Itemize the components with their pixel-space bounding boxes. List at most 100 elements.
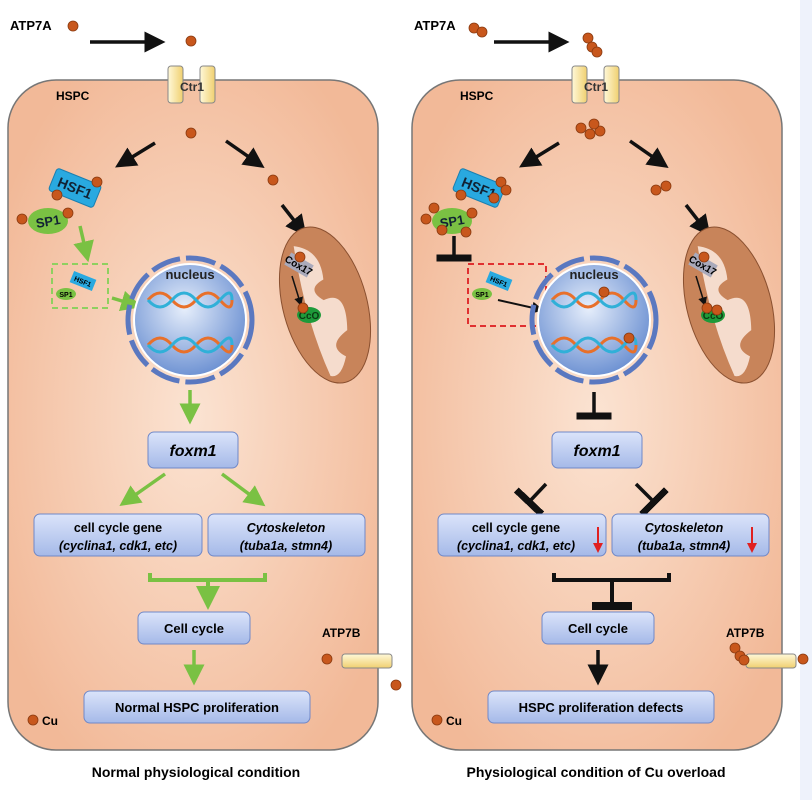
panel-caption: Physiological condition of Cu overload: [466, 764, 725, 780]
cell-cycle-label: Cell cycle: [568, 621, 628, 636]
nucleus: [125, 255, 255, 385]
foxm1-box: [147, 431, 239, 469]
copper-ion: [495, 176, 507, 188]
copper-ion: [698, 251, 710, 263]
cell-cycle-gene-box: [437, 513, 607, 557]
arrow-icon: [280, 203, 307, 237]
cell-cycle-gene-label: cell cycle gene: [74, 521, 162, 535]
arrow-icon: [695, 275, 707, 307]
cox17-protein: [688, 252, 718, 278]
nucleus-label: nucleus: [165, 267, 214, 282]
atp7b-label: ATP7B: [322, 626, 361, 640]
foxm1-label: foxm1: [573, 443, 620, 460]
copper-ion: [185, 35, 197, 47]
foxm1-label: foxm1: [169, 443, 216, 460]
copper-ion: [455, 189, 467, 201]
cytoskeleton-label: Cytoskeleton: [247, 521, 326, 535]
cco-label: CcO: [299, 311, 320, 322]
cell-cycle-box: [541, 611, 655, 645]
arrow-icon: [220, 472, 266, 507]
atp7b-channel: [341, 653, 393, 669]
arrow-icon: [224, 139, 265, 169]
sp1-label: SP1: [35, 212, 62, 231]
cell-cycle-box: [137, 611, 251, 645]
copper-ion: [584, 128, 596, 140]
copper-ion: [185, 127, 197, 139]
sp1-protein: [56, 288, 76, 300]
copper-ion: [67, 20, 79, 32]
copper-ion: [466, 207, 478, 219]
copper-ion: [588, 118, 600, 130]
copper-ion: [488, 192, 500, 204]
sp1-small-label: SP1: [475, 292, 488, 299]
hspc-label: HSPC: [56, 89, 90, 103]
inhibit-icon: [634, 482, 669, 517]
hsf1-protein: [48, 168, 102, 208]
copper-ion: [27, 714, 39, 726]
nucleus-label: nucleus: [569, 267, 618, 282]
copper-ion: [428, 202, 440, 214]
copper-ion: [297, 302, 309, 314]
copper-legend-label: Cu: [446, 714, 462, 728]
ctr1-channel: [199, 65, 216, 104]
arrow-icon: [119, 472, 167, 507]
cytoskeleton-label: Cytoskeleton: [645, 521, 724, 535]
copper-ion: [591, 46, 603, 58]
sp1-small-label: SP1: [59, 292, 72, 299]
cytoskeleton-box: [207, 513, 366, 557]
copper-ion: [729, 642, 741, 654]
ctr1-channel: [603, 65, 620, 104]
atp7a-label: ATP7A: [414, 18, 456, 33]
copper-ion: [294, 251, 306, 263]
cytoskeleton-examples: (tuba1a, stmn4): [240, 539, 332, 553]
arrow-icon: [73, 225, 94, 263]
cytoskeleton-box: [611, 513, 770, 557]
atp7a-label: ATP7A: [10, 18, 52, 33]
sp1-protein: [28, 208, 68, 234]
copper-ion: [594, 125, 606, 137]
copper-ion: [267, 174, 279, 186]
copper-ion: [660, 180, 672, 192]
ctr1-channel: [571, 65, 588, 104]
copper-ion: [321, 653, 333, 665]
copper-ion: [650, 184, 662, 196]
copper-legend-label: Cu: [42, 714, 58, 728]
copper-ion: [436, 224, 448, 236]
copper-ion: [91, 176, 103, 188]
cell-cycle-gene-label: cell cycle gene: [472, 521, 560, 535]
copper-ion: [711, 304, 723, 316]
inhibit-icon: [513, 482, 548, 517]
outcome-box: [487, 690, 715, 724]
copper-ion: [738, 654, 750, 666]
arrow-icon: [519, 141, 560, 168]
cell-cycle-gene-box: [33, 513, 203, 557]
copper-ion: [476, 26, 488, 38]
cell-cycle-label: Cell cycle: [164, 621, 224, 636]
cell-cycle-gene-examples: (cyclina1, cdk1, etc): [457, 539, 575, 553]
ctr1-label: Ctr1: [584, 80, 608, 94]
copper-ion: [500, 184, 512, 196]
ctr1-channel: [167, 65, 184, 104]
copper-ion: [460, 226, 472, 238]
copper-ion: [575, 122, 587, 134]
bracket: [148, 573, 267, 598]
sp1-protein: [472, 288, 492, 300]
arrow-icon: [115, 141, 156, 168]
copper-ion: [51, 189, 63, 201]
arrow-icon: [291, 275, 303, 307]
copper-ion: [62, 207, 74, 219]
arrow-icon: [628, 139, 669, 169]
copper-ion: [623, 332, 635, 344]
copper-ion: [797, 653, 809, 665]
atp7b-channel: [745, 653, 797, 669]
outcome-label: Normal HSPC proliferation: [115, 700, 279, 715]
copper-ion: [420, 213, 432, 225]
cox17-protein: [284, 252, 314, 278]
copper-ion: [16, 213, 28, 225]
outcome-label: HSPC proliferation defects: [519, 700, 684, 715]
hsf1-protein: [485, 270, 513, 292]
copper-ion: [582, 32, 594, 44]
